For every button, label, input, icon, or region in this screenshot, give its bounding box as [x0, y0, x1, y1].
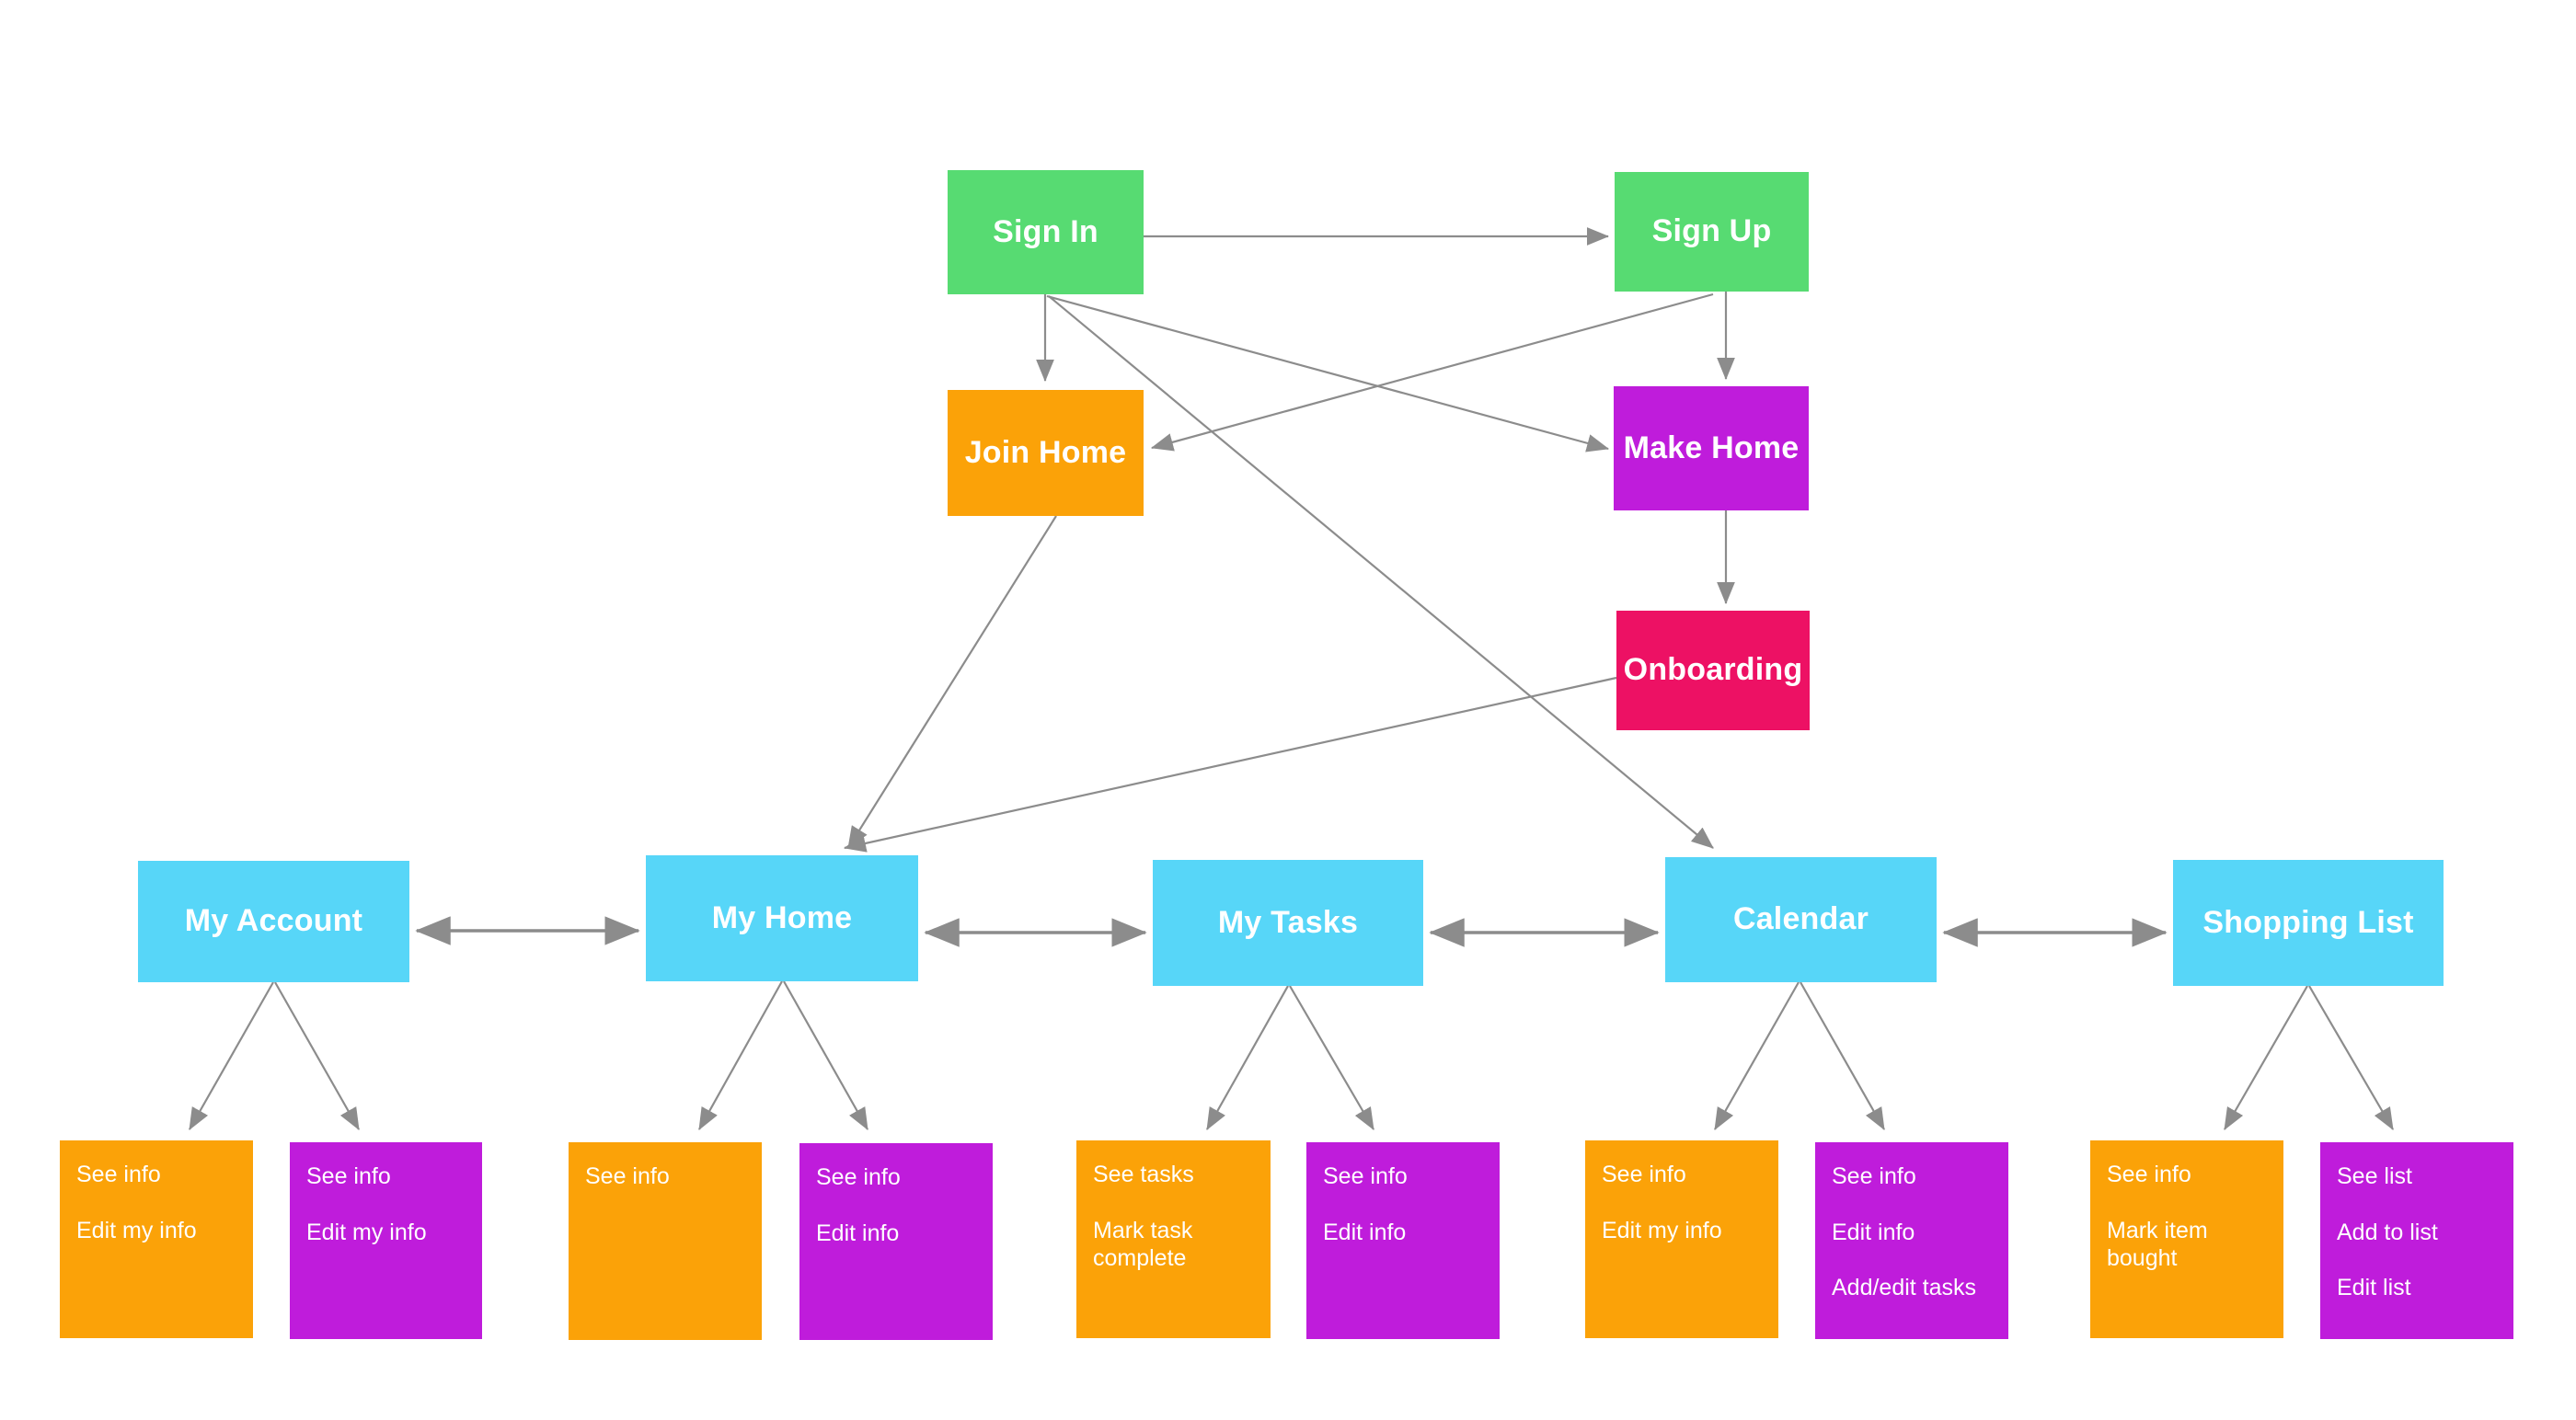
detail-card-line: See info	[1323, 1163, 1408, 1189]
detail-card-line: See info	[1602, 1162, 1686, 1187]
node-my-tasks[interactable]: My Tasks	[1153, 860, 1423, 986]
detail-card-line: Edit list	[2337, 1275, 2411, 1300]
node-my-home[interactable]: My Home	[646, 855, 918, 981]
node-label: Onboarding	[1623, 652, 1803, 688]
edge-directed	[1800, 981, 1885, 1130]
detail-card-line: Add/edit tasks	[1832, 1275, 1977, 1300]
detail-card-line: Mark task complete	[1093, 1217, 1193, 1272]
node-my-account[interactable]: My Account	[138, 861, 409, 982]
node-label: Join Home	[964, 434, 1127, 470]
detail-card-line: See info	[585, 1163, 670, 1189]
node-label: My Tasks	[1217, 904, 1359, 940]
node-label: My Account	[184, 903, 363, 939]
detail-card-line: Edit info	[816, 1220, 900, 1246]
detail-card-line: See list	[2337, 1163, 2412, 1189]
edge-directed	[1289, 985, 1374, 1130]
edge-directed	[847, 515, 1057, 849]
detail-card-line: See info	[306, 1163, 391, 1189]
edge-directed	[783, 980, 868, 1130]
detail-card-line: Edit my info	[1602, 1217, 1722, 1243]
node-label: Shopping List	[2202, 904, 2414, 940]
edge-directed	[2224, 985, 2308, 1130]
node-join-home[interactable]: Join Home	[948, 390, 1144, 516]
edge-directed	[698, 980, 783, 1130]
detail-card-my-home-see[interactable]: See info	[569, 1142, 762, 1340]
edge-directed	[274, 981, 360, 1130]
detail-card-line: See info	[816, 1164, 901, 1190]
edge-paths	[189, 227, 2394, 1130]
node-sign-in[interactable]: Sign In	[948, 170, 1144, 294]
detail-card-line: See tasks	[1093, 1162, 1194, 1187]
detail-card-line: Mark item bought	[2107, 1217, 2208, 1272]
node-label: Calendar	[1732, 901, 1869, 937]
node-label: My Home	[711, 899, 853, 935]
edge-directed	[2308, 985, 2394, 1130]
node-shopping-list[interactable]: Shopping List	[2173, 860, 2444, 986]
node-onboarding[interactable]: Onboarding	[1616, 611, 1810, 730]
detail-card-line: See info	[1832, 1163, 1916, 1189]
detail-card-line: Edit info	[1323, 1219, 1407, 1245]
detail-card-line: Edit my info	[76, 1217, 197, 1243]
edge-directed	[1048, 295, 1714, 849]
detail-card-line: See info	[2107, 1162, 2191, 1187]
edge-directed	[1206, 985, 1289, 1130]
edge-directed	[189, 981, 274, 1130]
node-label: Sign Up	[1651, 213, 1772, 249]
node-calendar[interactable]: Calendar	[1665, 857, 1937, 982]
node-label: Make Home	[1623, 429, 1800, 465]
detail-card-line: See info	[76, 1162, 161, 1187]
edge-directed	[1714, 981, 1800, 1130]
detail-card-line: Edit my info	[306, 1219, 427, 1245]
edge-directed	[843, 676, 1617, 853]
detail-card-line: Add to list	[2337, 1219, 2438, 1245]
detail-card-line: Edit info	[1832, 1219, 1915, 1245]
node-sign-up[interactable]: Sign Up	[1615, 172, 1809, 292]
node-make-home[interactable]: Make Home	[1614, 386, 1809, 510]
node-label: Sign In	[993, 213, 1098, 249]
